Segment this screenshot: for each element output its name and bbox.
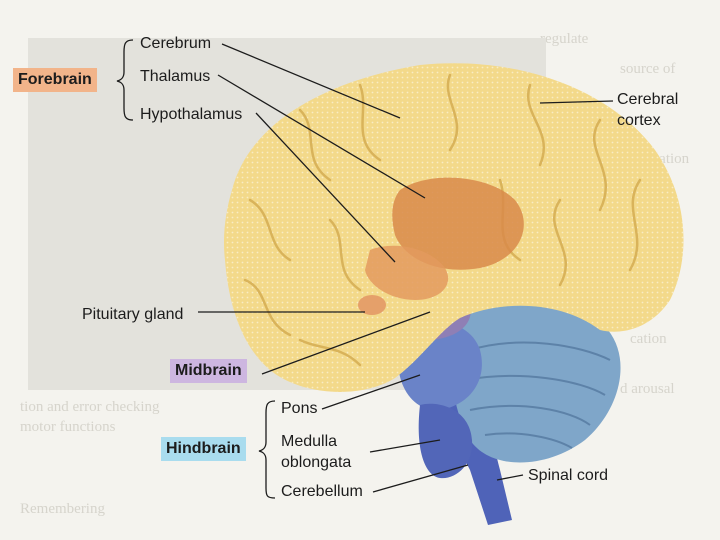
spinal-cord-label: Spinal cord [528,467,608,485]
forebrain-label: Forebrain [13,68,97,92]
midbrain-label: Midbrain [170,359,247,383]
cerebral-cortex-label-line2: cortex [617,112,661,130]
medulla-label-line2: oblongata [281,454,351,472]
pituitary-gland-label: Pituitary gland [82,306,183,324]
thalamus-label: Thalamus [140,68,210,86]
medulla-label-line1: Medulla [281,433,337,451]
cerebral-cortex-label-line1: Cerebral [617,91,678,109]
cerebrum-label: Cerebrum [140,35,211,53]
pons-label: Pons [281,400,317,418]
hypothalamus-label: Hypothalamus [140,106,242,124]
hindbrain-label: Hindbrain [161,437,246,461]
cerebellum-label: Cerebellum [281,483,363,501]
